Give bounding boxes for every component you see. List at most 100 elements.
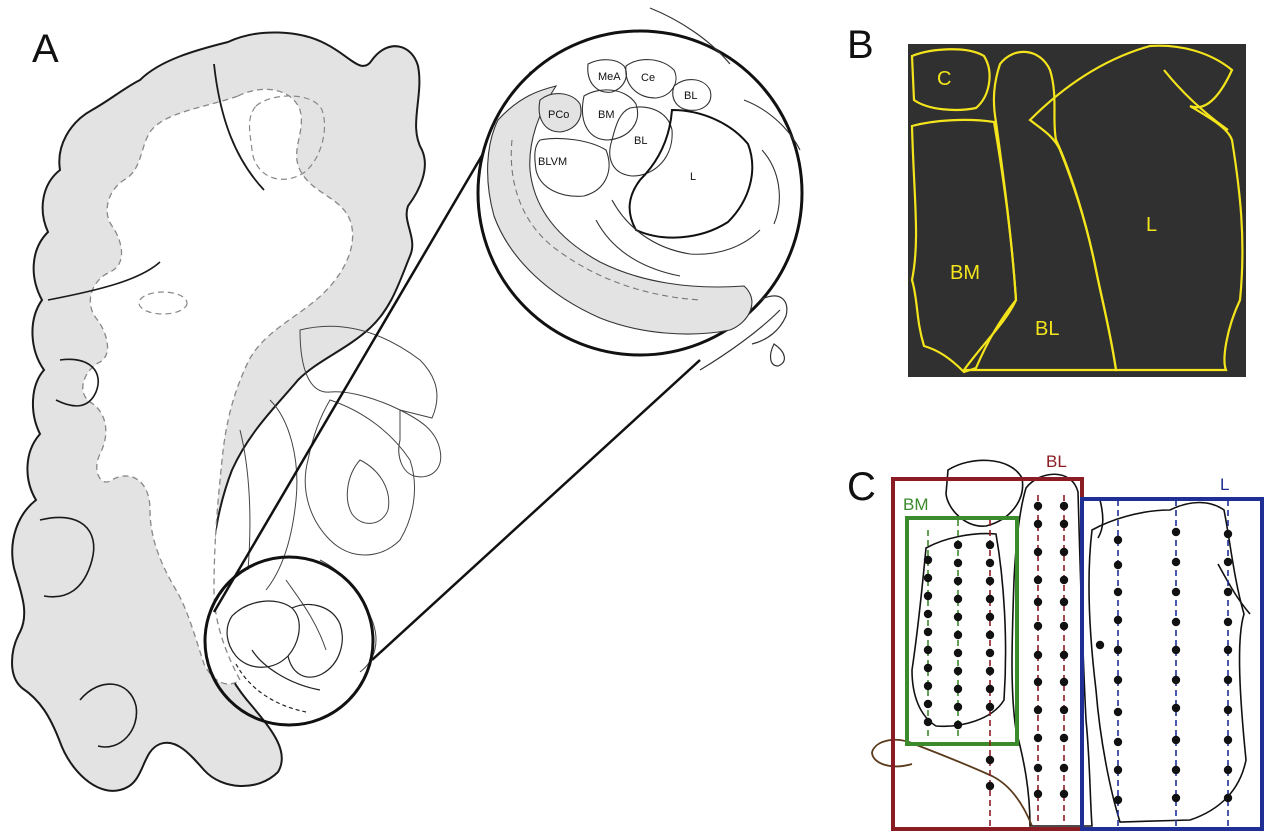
sampling-point (1224, 618, 1232, 626)
sampling-point (1060, 651, 1068, 659)
sampling-point (1034, 651, 1042, 659)
sampling-point (924, 556, 932, 564)
sampling-point (1060, 622, 1068, 630)
c-label-bl: BL (1046, 452, 1067, 471)
sampling-point (1034, 502, 1042, 510)
panel-b-letter: B (847, 23, 874, 67)
sampling-point (1060, 706, 1068, 714)
sampling-point (924, 682, 932, 690)
sampling-point (954, 631, 962, 639)
sampling-point (986, 703, 994, 711)
sampling-point (954, 613, 962, 621)
sampling-point (1034, 548, 1042, 556)
panel-b: B C BM BL L (847, 23, 1246, 377)
sampling-point (986, 541, 994, 549)
sampling-point (954, 721, 962, 729)
sampling-point (1114, 616, 1122, 624)
inset-label-blvm: BLVM (538, 156, 567, 168)
sampling-points (924, 502, 1232, 804)
sampling-point (1114, 536, 1122, 544)
sampling-point (1060, 502, 1068, 510)
sampling-point (1172, 528, 1180, 536)
sampling-point (1172, 794, 1180, 802)
sampling-point (1224, 530, 1232, 538)
sampling-point (1114, 796, 1122, 804)
sampling-point (1224, 766, 1232, 774)
inset-label-bm: BM (598, 109, 615, 121)
sampling-point (986, 631, 994, 639)
bm-sampling-box (907, 518, 1017, 744)
sampling-point (1224, 558, 1232, 566)
sampling-point (1172, 704, 1180, 712)
sampling-point (1224, 736, 1232, 744)
sampling-point (1224, 706, 1232, 714)
sampling-point (1224, 676, 1232, 684)
c-label-l: L (1220, 475, 1229, 494)
zoom-line-lower (372, 360, 700, 660)
sampling-point (1114, 738, 1122, 746)
sampling-point (1034, 576, 1042, 584)
c-label-bm: BM (903, 495, 929, 514)
sampling-point (954, 667, 962, 675)
sampling-point (1034, 734, 1042, 742)
sampling-point (1096, 641, 1104, 649)
sampling-point (986, 649, 994, 657)
sampling-point (924, 628, 932, 636)
sampling-point (1114, 561, 1122, 569)
sampling-point (1172, 646, 1180, 654)
sampling-point (1114, 588, 1122, 596)
panel-a: A (12, 8, 802, 791)
sampling-point (1034, 520, 1042, 528)
sampling-point (1060, 678, 1068, 686)
sampling-point (1060, 520, 1068, 528)
sampling-point (986, 577, 994, 585)
sampling-point (1060, 598, 1068, 606)
sampling-point (1224, 588, 1232, 596)
sampling-point (1034, 678, 1042, 686)
sampling-point (986, 667, 994, 675)
sampling-point (1060, 764, 1068, 772)
sampling-point (954, 649, 962, 657)
sampling-point (986, 756, 994, 764)
inset-label-bl-top: BL (684, 90, 697, 102)
c-outline-cortex (872, 740, 1032, 826)
sampling-point (1172, 618, 1180, 626)
sampling-point (1172, 766, 1180, 774)
sampling-point (1172, 558, 1180, 566)
brain-section (12, 32, 441, 790)
sampling-point (1034, 764, 1042, 772)
panel-c-letter: C (847, 465, 876, 509)
sampling-point (924, 700, 932, 708)
sampling-point (986, 685, 994, 693)
inset-label-l: L (690, 171, 696, 183)
sampling-point (986, 559, 994, 567)
sampling-point (954, 595, 962, 603)
c-outline-l (1089, 503, 1246, 823)
amygdala-inset: MeA Ce PCo BM BL BL BLVM L (478, 31, 802, 355)
inset-label-bl: BL (634, 135, 647, 147)
sampling-point (954, 703, 962, 711)
sampling-point (1034, 622, 1042, 630)
sampling-point (924, 574, 932, 582)
panel-a-letter: A (32, 27, 59, 71)
sampling-point (954, 685, 962, 693)
micrograph-texture (908, 44, 1246, 377)
sampling-transects (928, 495, 1228, 826)
b-label-c: C (937, 68, 951, 90)
sampling-point (1034, 598, 1042, 606)
sampling-point (954, 559, 962, 567)
sampling-point (1060, 576, 1068, 584)
sampling-point (1114, 676, 1122, 684)
sampling-point (924, 718, 932, 726)
sampling-point (954, 577, 962, 585)
sampling-point (986, 782, 994, 790)
sampling-point (924, 592, 932, 600)
sampling-point (1224, 646, 1232, 654)
sampling-point (986, 595, 994, 603)
sampling-point (924, 610, 932, 618)
sampling-point (954, 541, 962, 549)
sampling-point (1060, 790, 1068, 798)
b-label-l: L (1146, 214, 1157, 236)
inset-label-mea: MeA (598, 71, 621, 83)
